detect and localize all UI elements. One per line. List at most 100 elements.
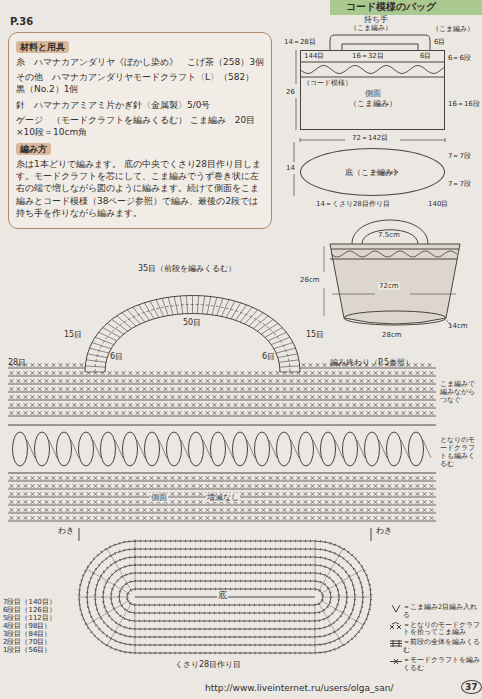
handle-strand: [105, 314, 280, 373]
stitch: [227, 411, 231, 415]
stitch: [360, 395, 364, 399]
stitch: [402, 516, 406, 520]
stitch: [150, 508, 154, 512]
stitch: [353, 492, 357, 496]
stitch: [129, 379, 133, 383]
chart-label: 5段目（112目）: [3, 614, 56, 622]
increase-guide: [135, 541, 136, 591]
stitch: [374, 403, 378, 407]
stitch: [115, 492, 119, 496]
stitch: [185, 484, 189, 488]
stitch: [318, 508, 322, 512]
stitch: [409, 411, 413, 415]
stitch: [367, 395, 371, 399]
stitch: [136, 476, 140, 480]
stitch: [234, 411, 238, 415]
chart-label: くさり28目作り目: [175, 660, 241, 669]
stitch: [157, 379, 161, 383]
stitch: [178, 492, 182, 496]
stitch: [171, 371, 175, 375]
stitch: [199, 484, 203, 488]
stitch: [108, 516, 112, 520]
stitch: [241, 484, 245, 488]
legend-row: ＝モードクラフトを編みくるむ: [389, 657, 480, 673]
chart-label: となりのモードクラフトも編みくるむ: [440, 436, 480, 468]
stitch: [136, 387, 140, 391]
stitch: [213, 516, 217, 520]
stitch: [304, 411, 308, 415]
handle-stitch: [89, 348, 108, 353]
stitch: [87, 508, 91, 512]
side-seam-marks: [79, 528, 371, 541]
stitch: [395, 403, 399, 407]
stitch: [388, 371, 392, 375]
stitch: [192, 516, 196, 520]
stitch: [290, 379, 294, 383]
stitch: [234, 379, 238, 383]
handle-stitch: [103, 328, 120, 338]
stitch: [269, 484, 273, 488]
handle-stitch: [138, 305, 149, 321]
stitch: [206, 387, 210, 391]
stitch: [66, 371, 70, 375]
stitch: [108, 411, 112, 415]
title-band: [330, 0, 482, 15]
stitch: [402, 395, 406, 399]
core-line: [8, 408, 436, 409]
stitch: [297, 403, 301, 407]
stitch: [311, 508, 315, 512]
stitch: [115, 395, 119, 399]
stitch: [360, 403, 364, 407]
stitch: [52, 508, 56, 512]
cord-link: [313, 440, 321, 458]
stitch: [262, 395, 266, 399]
stitch: [318, 476, 322, 480]
stitch: [213, 508, 217, 512]
chart-label: わき: [58, 526, 74, 535]
stitch: [269, 500, 273, 504]
stitch: [45, 371, 49, 375]
stitch: [283, 492, 287, 496]
stitch: [269, 516, 273, 520]
stitch: [206, 508, 210, 512]
core-line: [8, 400, 436, 401]
chart-label: 50目: [183, 318, 201, 327]
stitch: [227, 387, 231, 391]
stitch: [304, 379, 308, 383]
stitch: [59, 500, 63, 504]
stitch: [213, 476, 217, 480]
stitch: [304, 403, 308, 407]
stitch: [381, 387, 385, 391]
stitch: [290, 387, 294, 391]
stitch: [374, 516, 378, 520]
stitch: [164, 403, 168, 407]
cord-link: [225, 440, 233, 458]
stitch: [108, 395, 112, 399]
stitch: [94, 403, 98, 407]
stitch: [276, 508, 280, 512]
stitch: [171, 403, 175, 407]
stitch: [381, 371, 385, 375]
stitch: [164, 371, 168, 375]
stitch: [38, 395, 42, 399]
stitch: [395, 516, 399, 520]
stitch: [87, 395, 91, 399]
stitch: [59, 387, 63, 391]
cord-link: [291, 440, 299, 458]
stitch: [52, 379, 56, 383]
stitch: [136, 492, 140, 496]
stitch: [325, 516, 329, 520]
stitch: [122, 379, 126, 383]
increase-guide: [135, 603, 136, 653]
stitch: [255, 403, 259, 407]
stitch: [304, 508, 308, 512]
stitch: [325, 379, 329, 383]
stitch: [381, 403, 385, 407]
stitch: [339, 411, 343, 415]
increase-guide: [320, 569, 363, 594]
stitch: [192, 403, 196, 407]
stitch: [213, 395, 217, 399]
chart-label: 7.5cm: [378, 231, 400, 239]
core-line: [8, 384, 436, 385]
stitch: [283, 371, 287, 375]
